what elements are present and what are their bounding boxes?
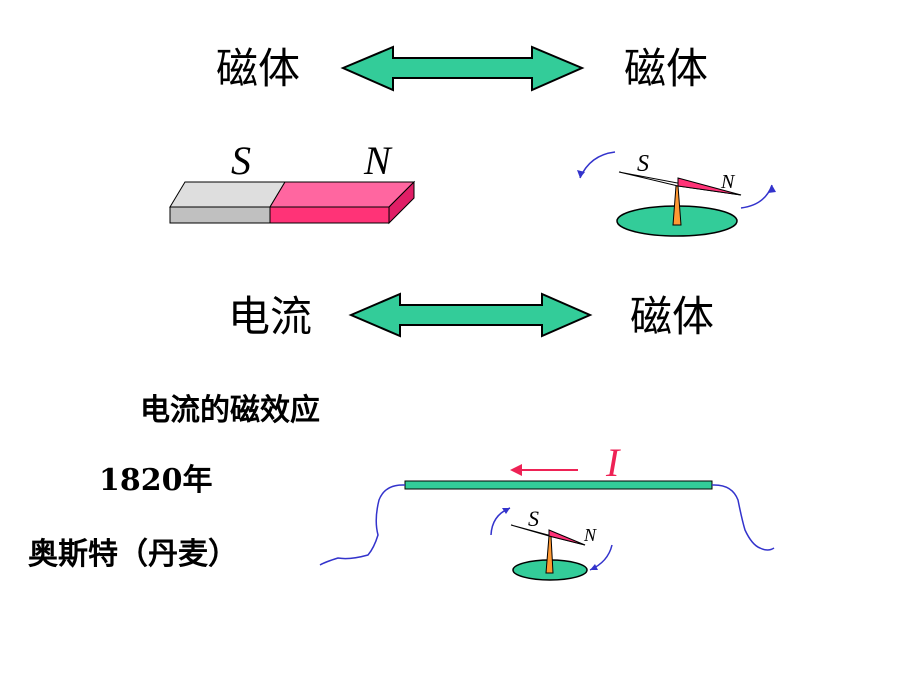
double-arrow-middle [348, 292, 593, 338]
wire-lead-left [319, 484, 406, 566]
compass-top-s-label: S [637, 151, 649, 177]
compass-bottom-n-label: N [584, 525, 597, 545]
double-arrow-top [340, 45, 585, 92]
row2-left-label: 电流 [228, 292, 313, 341]
row1-left-label: 磁体 [216, 44, 301, 93]
bar-magnet-s-label: S [231, 138, 251, 183]
current-direction-arrow [510, 464, 578, 476]
caption-person: 奥斯特（丹麦） [28, 537, 238, 572]
current-label: I [606, 440, 620, 485]
bar-magnet [169, 180, 416, 225]
compass-bottom-s-label: S [528, 506, 539, 531]
compass-top-n-label: N [721, 171, 735, 193]
row2-right-label: 磁体 [630, 292, 715, 341]
bar-magnet-n-label: N [364, 138, 391, 183]
wire [404, 480, 713, 490]
wire-lead-right [711, 484, 775, 551]
row1-right-label: 磁体 [624, 44, 709, 93]
caption-year: 1820年 [99, 463, 213, 498]
compass-top [577, 151, 776, 237]
caption-title: 电流的磁效应 [140, 393, 320, 428]
compass-bottom [490, 507, 613, 581]
